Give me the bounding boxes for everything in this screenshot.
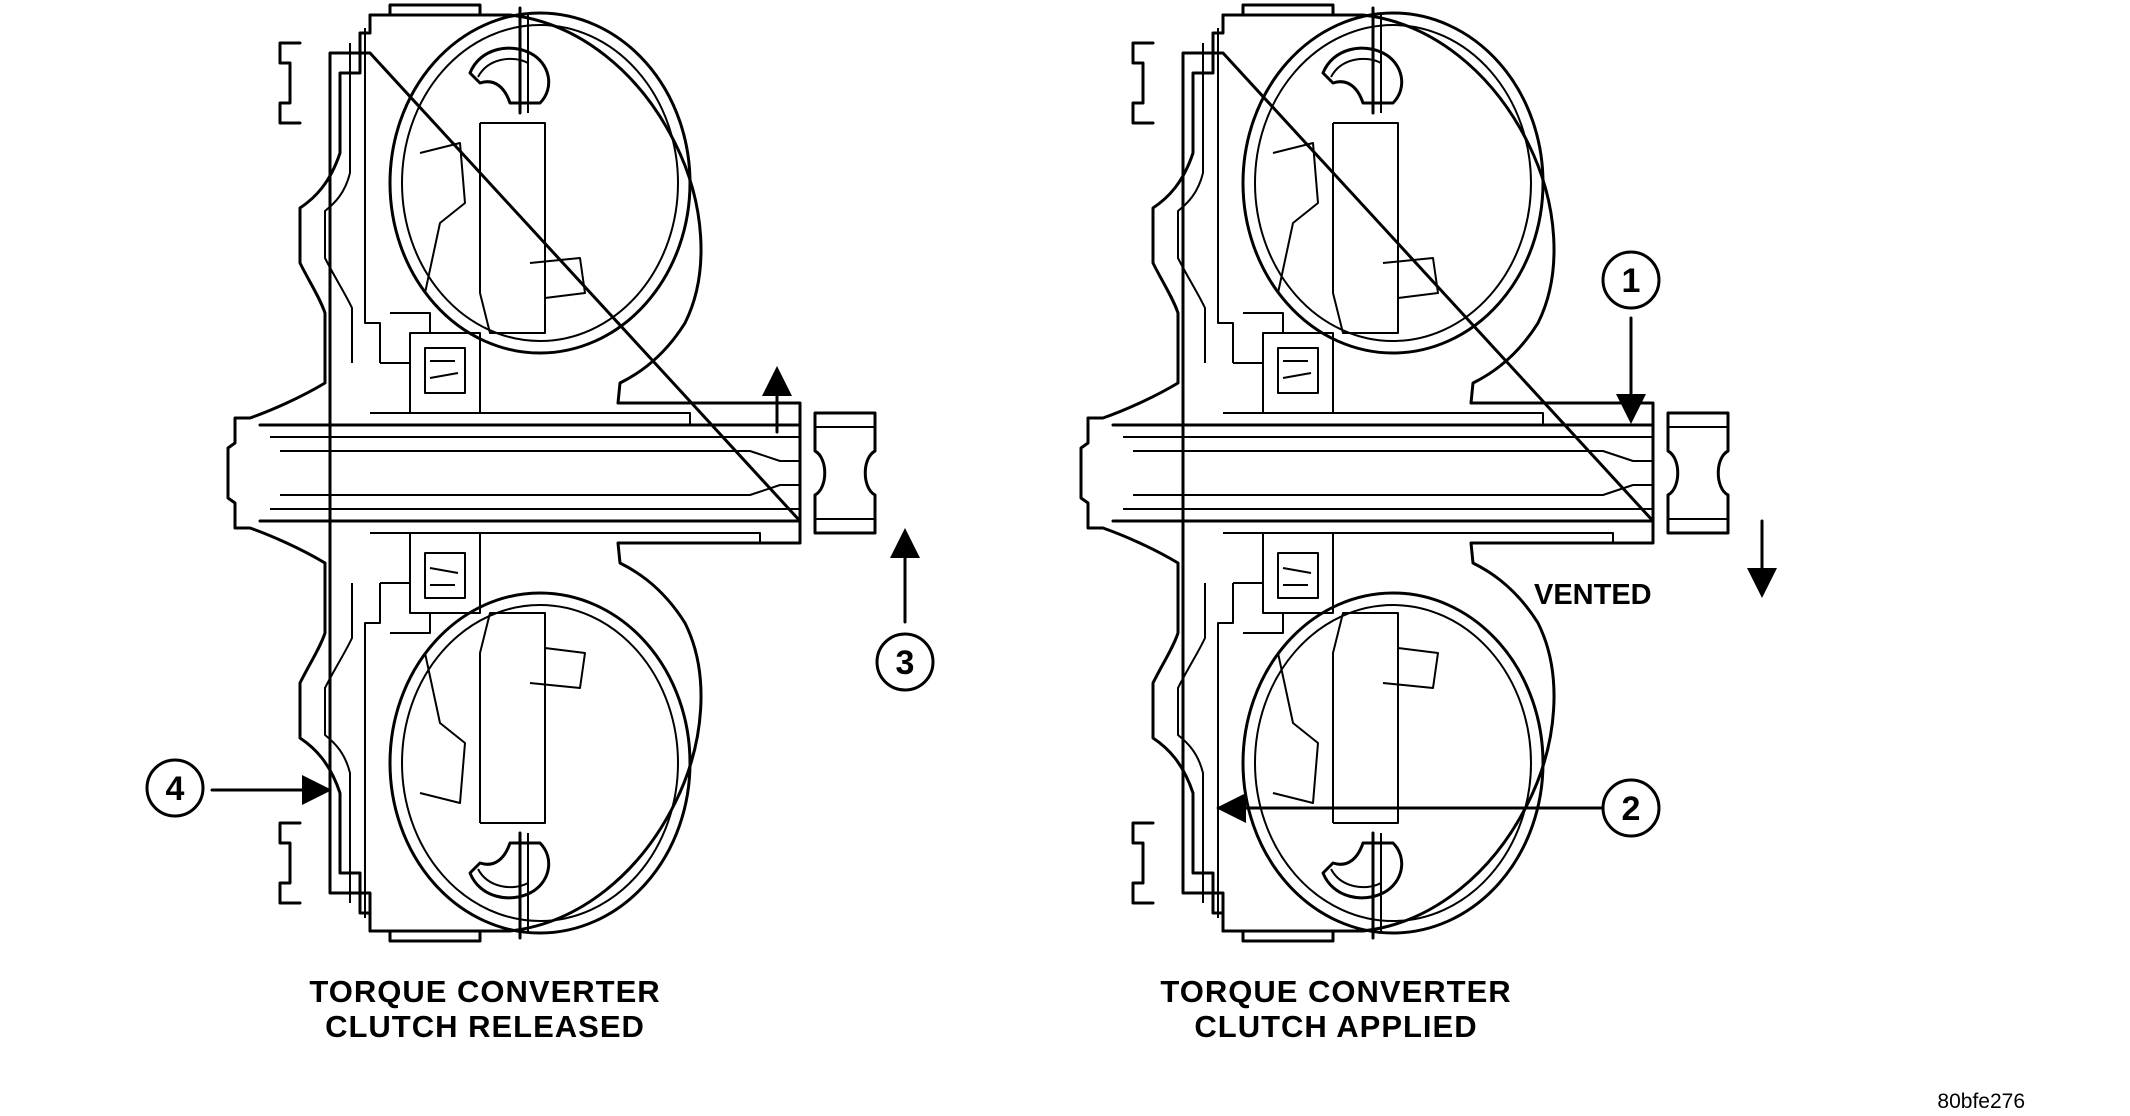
right-caption-line1: TORQUE CONVERTER <box>1160 974 1511 1009</box>
figure-id: 80bfe276 <box>1937 1090 2025 1113</box>
right-caption-line2: CLUTCH APPLIED <box>1194 1009 1477 1044</box>
left-converter-illustration <box>226 3 877 943</box>
callout-2-number: 2 <box>1622 790 1641 828</box>
callout-4: 4 <box>145 758 205 818</box>
left-caption-line1: TORQUE CONVERTER <box>309 974 660 1009</box>
callout-3: 3 <box>875 632 935 692</box>
left-caption-line2: CLUTCH RELEASED <box>325 1009 645 1044</box>
vented-label: VENTED <box>1534 579 1652 611</box>
callout-1-number: 1 <box>1622 262 1641 300</box>
callout-2: 2 <box>1601 778 1661 838</box>
callout-4-number: 4 <box>166 770 185 808</box>
callout-3-number: 3 <box>896 644 915 682</box>
callout-1: 1 <box>1601 250 1661 310</box>
